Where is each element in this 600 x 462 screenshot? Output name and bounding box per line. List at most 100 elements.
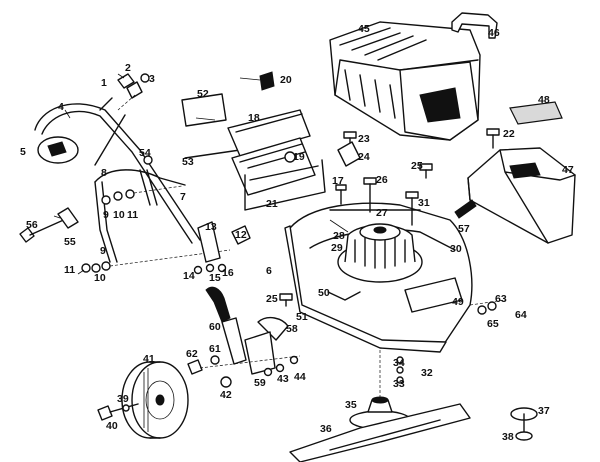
- callout-63: 63: [495, 293, 507, 305]
- callout-35: 35: [345, 399, 357, 411]
- rear-cover: [467, 147, 576, 244]
- callout-57: 57: [458, 223, 470, 235]
- callout-2: 2: [125, 62, 131, 74]
- cable-clip-20: [259, 71, 275, 91]
- callout-61: 61: [209, 343, 221, 355]
- clip-57: [454, 199, 477, 219]
- bracket-24: [337, 141, 361, 167]
- callout-6: 6: [266, 265, 272, 277]
- knobs-9-10-11: [101, 185, 183, 205]
- clamp-55: [57, 207, 79, 229]
- callout-21: 21: [266, 198, 278, 210]
- rear-flap: [227, 109, 316, 196]
- callout-37: 37: [538, 405, 550, 417]
- callout-33: 33: [393, 378, 405, 390]
- callout-62: 62: [186, 348, 198, 360]
- callout-51: 51: [296, 311, 308, 323]
- callout-34: 34: [393, 357, 405, 369]
- callout-38: 38: [502, 431, 514, 443]
- callout-54: 54: [139, 147, 151, 159]
- callout-56: 56: [26, 219, 38, 231]
- callout-46: 46: [488, 27, 500, 39]
- callout-20: 20: [280, 74, 292, 86]
- wheel-bolt-39-40: [97, 403, 139, 421]
- callout-65: 65: [487, 318, 499, 330]
- grass-catcher-box: [329, 21, 481, 141]
- height-lever: [197, 221, 251, 263]
- callout-17: 17: [332, 175, 344, 187]
- callout-55: 55: [64, 236, 76, 248]
- wheel-adjust-37-38: [510, 407, 538, 441]
- callout-7: 7: [180, 191, 186, 203]
- callout-18: 18: [248, 112, 260, 124]
- callout-12: 12: [235, 229, 247, 241]
- callout-22: 22: [503, 128, 515, 140]
- bolts-1-2-3: [117, 73, 150, 111]
- callout-32: 32: [421, 367, 433, 379]
- callout-13: 13: [205, 221, 217, 233]
- callout-44: 44: [294, 371, 306, 383]
- callout-39: 39: [117, 393, 129, 405]
- callout-58: 58: [286, 323, 298, 335]
- blade-fasteners: [379, 350, 404, 400]
- callout-14: 14: [183, 270, 195, 282]
- callout-1: 1: [101, 77, 107, 89]
- callout-47: 47: [562, 164, 574, 176]
- callout-24: 24: [358, 151, 370, 163]
- callout-41: 41: [143, 353, 155, 365]
- callout-28: 28: [333, 230, 345, 242]
- callout-16: 16: [222, 267, 234, 279]
- flap-frame: [244, 151, 326, 211]
- callout-45: 45: [358, 23, 370, 35]
- callout-25a: 25: [411, 160, 423, 172]
- cover-plate: [509, 101, 563, 125]
- callout-4: 4: [58, 101, 64, 113]
- callout-29: 29: [331, 242, 343, 254]
- callout-25b: 25: [266, 293, 278, 305]
- label-plate-52: [181, 93, 227, 127]
- callout-30: 30: [450, 243, 462, 255]
- callout-42: 42: [220, 389, 232, 401]
- callout-64: 64: [515, 309, 527, 321]
- callout-15: 15: [209, 272, 221, 284]
- callout-60: 60: [209, 321, 221, 333]
- callout-11b: 11: [64, 264, 75, 276]
- callout-10b: 10: [94, 272, 106, 284]
- deck-bolts: [279, 128, 500, 307]
- callout-9b: 9: [100, 245, 106, 257]
- upper-handle: [34, 97, 201, 244]
- carry-handle: [451, 12, 498, 39]
- callout-11a: 11: [127, 209, 138, 221]
- bolt-54-cable-53: [143, 149, 241, 165]
- handle-bolt-56: [19, 217, 69, 243]
- callout-27: 27: [376, 207, 388, 219]
- switch-housing: [37, 136, 79, 164]
- bolts-63-64-65: [469, 299, 506, 315]
- callout-36: 36: [320, 423, 332, 435]
- callout-53: 53: [182, 156, 194, 168]
- callout-8: 8: [101, 167, 107, 179]
- callout-40: 40: [106, 420, 118, 432]
- callout-10a: 10: [113, 209, 125, 221]
- axle-fasteners: [187, 355, 301, 388]
- cutting-blade: [289, 403, 471, 462]
- rear-wheel: [121, 361, 189, 439]
- callout-9a: 9: [103, 209, 109, 221]
- callout-31: 31: [418, 197, 430, 209]
- electric-motor: [337, 223, 423, 283]
- callout-3: 3: [149, 73, 155, 85]
- callout-49: 49: [452, 296, 464, 308]
- callout-43: 43: [277, 373, 289, 385]
- callout-23: 23: [358, 133, 370, 145]
- callout-5: 5: [20, 146, 26, 158]
- callout-59: 59: [254, 377, 266, 389]
- callout-52: 52: [197, 88, 209, 100]
- lead-lines: [53, 73, 349, 275]
- callout-labels: 1 2 3 4 5 6 7 8 9 9 10 10 11 11 12 13 14…: [20, 23, 574, 443]
- callout-48: 48: [538, 94, 550, 106]
- callout-19: 19: [293, 151, 305, 163]
- washers-14-15-16: [193, 263, 227, 275]
- callout-50: 50: [318, 287, 330, 299]
